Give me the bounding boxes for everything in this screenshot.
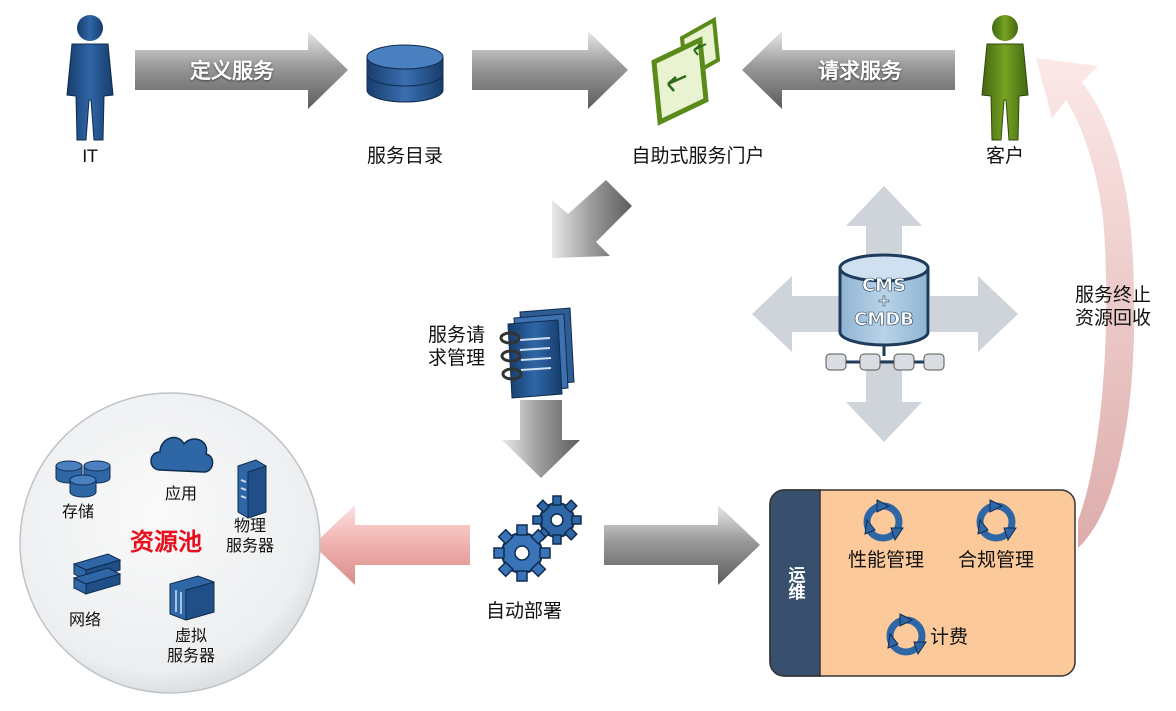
virtual-server-icon: [169, 575, 215, 621]
network-switch-icon: [72, 553, 122, 595]
billing-label: 计费: [930, 626, 969, 648]
performance-management-label: 性能管理: [847, 549, 925, 571]
virtual-server-label-line2: 服务器: [166, 646, 216, 665]
physical-server-label-line2: 服务器: [225, 536, 275, 555]
define-service-label: 定义服务: [190, 59, 274, 83]
cms-cmdb-database-icon: [825, 253, 945, 371]
operations-side-label: 运维: [784, 566, 805, 600]
customer-label: 客户: [985, 145, 1025, 167]
physical-server-icon: [237, 459, 267, 519]
portal-to-request-arrow: [552, 180, 632, 258]
physical-server-label-line1: 物理: [233, 516, 267, 535]
deploy-to-pool-arrow: [313, 505, 470, 585]
deploy-to-operations-arrow: [604, 505, 760, 585]
service-catalog-label: 服务目录: [366, 145, 444, 167]
catalog-to-portal-arrow: [472, 31, 628, 109]
application-cloud-icon: [150, 436, 214, 473]
request-service-label: 请求服务: [818, 59, 902, 83]
storage-label: 存储: [61, 502, 95, 521]
billing-cycle-icon: [886, 613, 927, 656]
request-service-arrow: [742, 31, 955, 109]
request-management-label-line2: 求管理: [428, 347, 486, 369]
request-to-deploy-arrow: [502, 400, 580, 478]
automated-deployment-gears-icon: [493, 495, 582, 582]
self-service-portal-icon: [651, 16, 721, 126]
auto-deploy-label: 自动部署: [485, 600, 563, 622]
network-label: 网络: [68, 610, 102, 629]
it-label: IT: [82, 147, 98, 167]
service-catalog-database-icon: [366, 44, 444, 103]
compliance-management-label: 合规管理: [957, 549, 1035, 571]
self-service-portal-label: 自助式服务门户: [631, 145, 765, 167]
resource-pool-title: 资源池: [130, 528, 202, 556]
cms-four-way-arrows: [752, 186, 1018, 442]
application-label: 应用: [164, 484, 198, 503]
termination-label-line1: 服务终止: [1075, 284, 1152, 306]
termination-label-line2: 资源回收: [1075, 307, 1152, 329]
request-management-binder-icon: [499, 307, 575, 399]
performance-cycle-icon: [863, 499, 904, 542]
customer-person-icon: [981, 15, 1029, 141]
define-service-arrow: [135, 31, 348, 109]
cms-label-line3: CMDB: [854, 309, 914, 330]
return-arc-arrow: [1036, 58, 1135, 548]
compliance-cycle-icon: [976, 499, 1017, 542]
storage-icon: [55, 460, 111, 498]
it-person-icon: [66, 15, 114, 141]
virtual-server-label-line1: 虚拟: [174, 626, 208, 645]
cms-label-line2: +: [877, 291, 890, 310]
cms-label-line1: CMS: [862, 275, 906, 296]
request-management-label-line1: 服务请: [428, 324, 486, 346]
